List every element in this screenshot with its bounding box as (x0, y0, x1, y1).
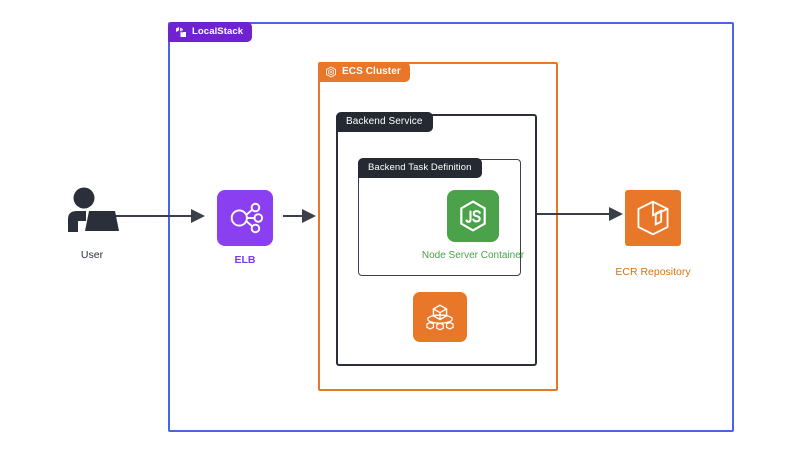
node-user: User (48, 186, 136, 261)
chip-backend-service-label: Backend Service (346, 116, 423, 127)
user-at-laptop-icon (62, 186, 122, 238)
boundary-backend-service (336, 114, 537, 366)
node-ecr-repository: ECR Repository (615, 190, 691, 277)
chip-backend-service: Backend Service (336, 112, 433, 132)
chip-ecs-cluster: ECS Cluster (318, 62, 410, 82)
chip-backend-task-definition-label: Backend Task Definition (368, 162, 472, 173)
node-user-label: User (80, 249, 104, 261)
chip-ecs-cluster-label: ECS Cluster (342, 66, 401, 77)
node-elb-label: ELB (234, 254, 256, 266)
ecs-cluster-icon (325, 66, 337, 78)
boundary-ecs-cluster (318, 62, 558, 391)
chip-localstack-label: LocalStack (192, 26, 244, 38)
chip-backend-task-definition: Backend Task Definition (358, 158, 482, 178)
ecr-cube-icon (625, 190, 681, 246)
node-elb: ELB (209, 190, 281, 266)
boundary-localstack (168, 22, 734, 432)
node-node-server-container-label: Node Server Container (421, 250, 525, 261)
localstack-logo-icon (175, 26, 187, 38)
node-node-server-container: Node Server Container (411, 190, 535, 261)
nodejs-icon (447, 190, 499, 242)
load-balancer-icon (217, 190, 273, 246)
chip-localstack: LocalStack (168, 22, 253, 42)
ecs-service-icon (413, 292, 467, 342)
node-ecs-service (412, 292, 468, 342)
node-ecr-repository-label: ECR Repository (615, 266, 691, 278)
